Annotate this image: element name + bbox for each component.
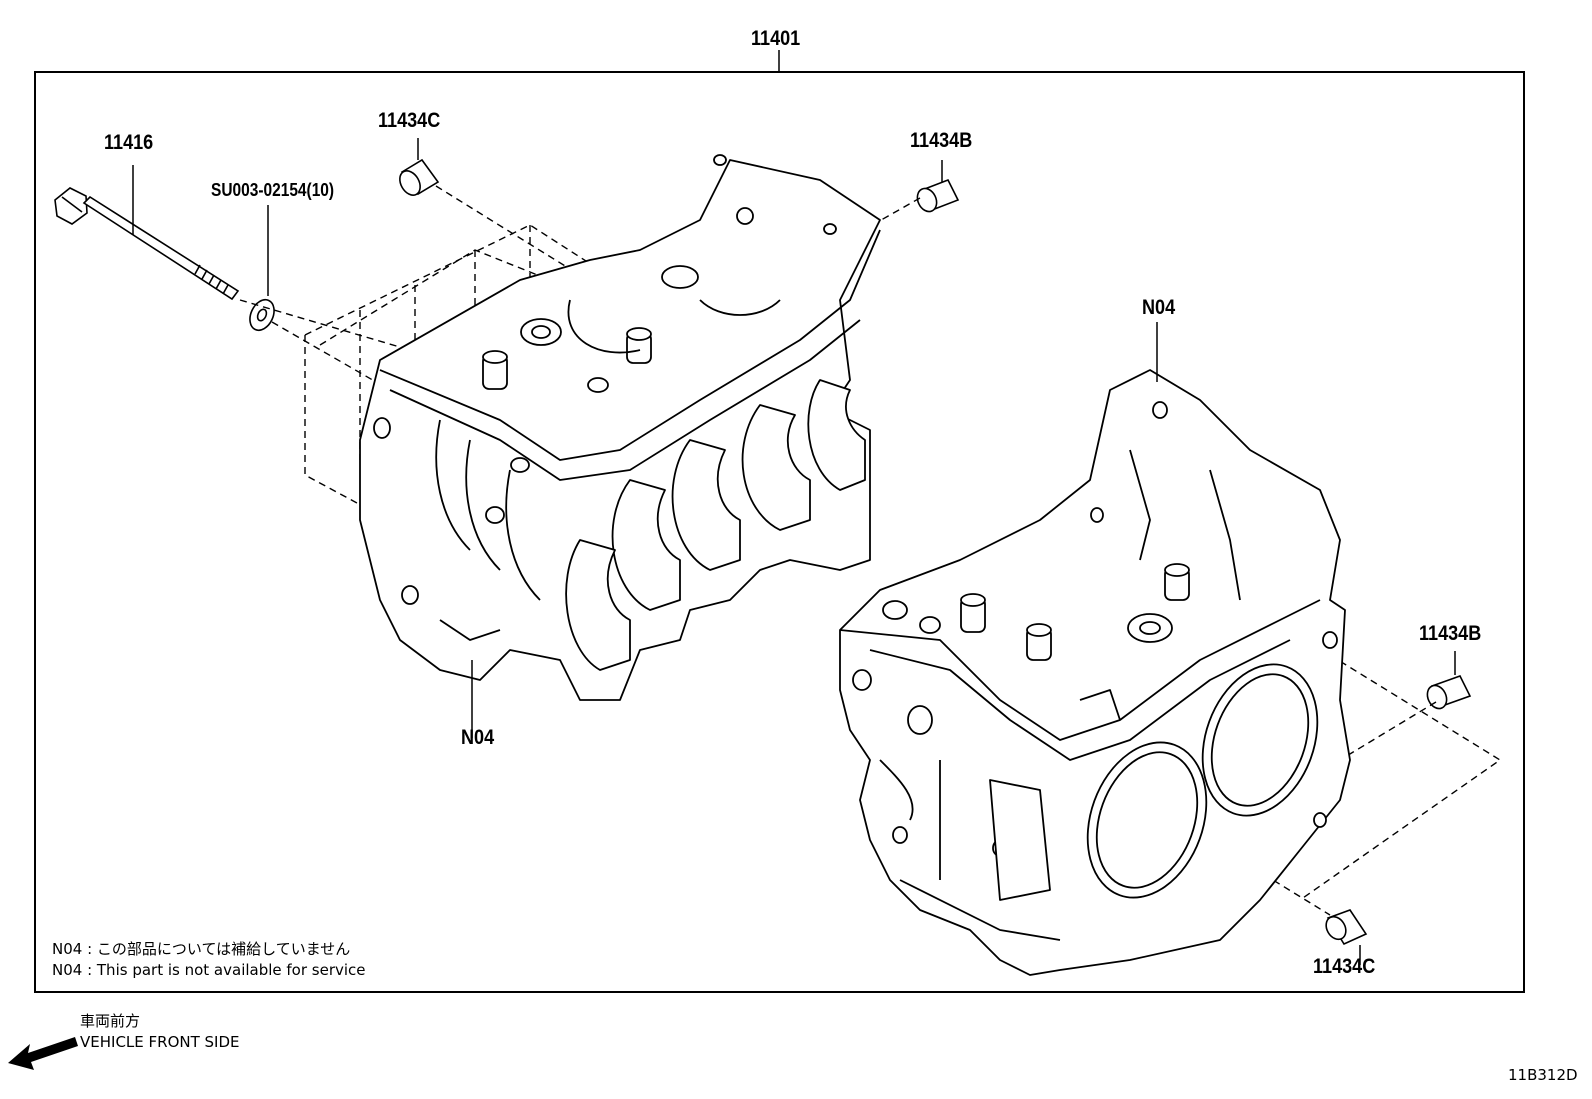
callout-nfa-left: N04 <box>461 726 495 749</box>
callout-nfa-right: N04 <box>1142 296 1176 319</box>
callout-washer: SU003-02154(10) <box>211 180 335 200</box>
callout-pin-top-left: 11434C <box>378 109 441 132</box>
engine-block-upper-icon <box>359 154 881 701</box>
callout-pin-top-right: 11434B <box>910 129 973 152</box>
pin-top-right-icon <box>916 178 960 213</box>
callout-bolt: 11416 <box>104 131 154 154</box>
note-en: N04 : This part is not available for ser… <box>52 961 366 979</box>
engine-block-lower-icon <box>839 369 1351 976</box>
illustration-code: 11B312D <box>1508 1066 1578 1084</box>
pin-top-left-icon <box>399 158 440 196</box>
bolt-icon <box>54 187 240 301</box>
callout-assembly: 11401 <box>751 27 801 50</box>
note-jp: N04 : この部品については補給していません <box>52 940 351 958</box>
callout-pin-bottom-right: 11434C <box>1313 955 1376 978</box>
callout-pin-right: 11434B <box>1419 622 1482 645</box>
pin-bottom-right-icon <box>1325 909 1368 946</box>
washer-icon <box>249 298 275 332</box>
direction-jp: 車両前方 <box>80 1012 141 1030</box>
direction-en: VEHICLE FRONT SIDE <box>80 1033 240 1051</box>
pin-right-icon <box>1426 675 1472 710</box>
vehicle-front-arrow-icon <box>8 1037 78 1070</box>
